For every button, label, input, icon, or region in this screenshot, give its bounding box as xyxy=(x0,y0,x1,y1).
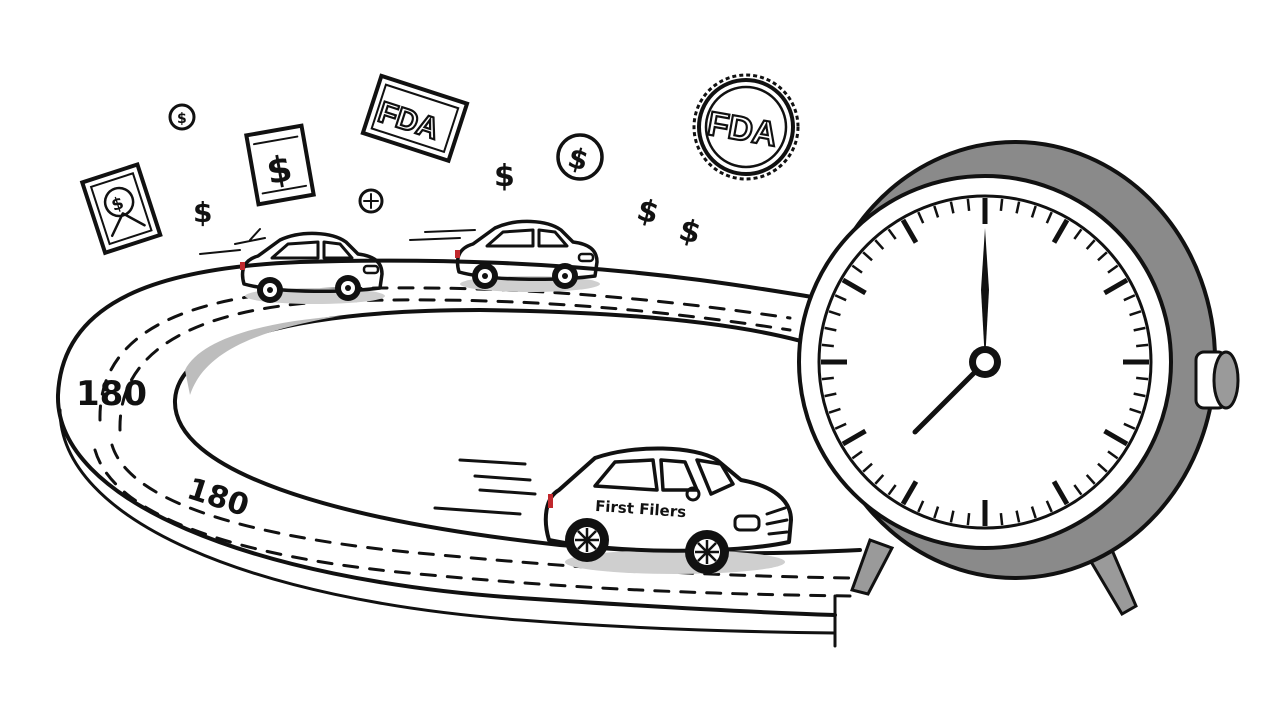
minute-tick xyxy=(1085,474,1096,485)
minute-tick xyxy=(834,294,847,302)
minute-tick xyxy=(862,462,873,473)
minute-tick xyxy=(917,500,925,513)
car-lead-label: First Filers xyxy=(595,497,687,521)
minute-tick xyxy=(1015,510,1021,523)
minute-tick xyxy=(1123,294,1136,302)
track-label-left: 180 xyxy=(76,374,147,414)
minute-tick xyxy=(862,251,873,262)
minute-tick xyxy=(1073,228,1083,240)
svg-text:$: $ xyxy=(177,111,187,127)
minute-tick xyxy=(1136,376,1149,381)
minute-tick xyxy=(949,201,955,214)
minute-tick xyxy=(1097,251,1108,262)
minute-tick xyxy=(1129,407,1142,414)
loose-dollar-3: $ xyxy=(633,192,662,231)
hour-tick xyxy=(841,277,867,296)
loose-dollar-2: $ xyxy=(494,159,515,194)
clock-ticks xyxy=(821,198,1149,526)
minute-tick xyxy=(851,450,863,460)
minute-tick xyxy=(1133,392,1146,398)
hour-hand xyxy=(912,359,988,435)
hour-tick xyxy=(1103,277,1129,296)
minute-tick xyxy=(933,506,940,519)
minute-tick xyxy=(933,205,940,218)
hour-tick xyxy=(900,480,919,506)
minute-tick xyxy=(821,343,834,348)
minute-tick xyxy=(917,211,925,224)
minute-tick xyxy=(1133,326,1146,332)
minute-tick xyxy=(1129,310,1142,317)
fda-seal: FDA xyxy=(692,73,800,181)
minute-tick xyxy=(1097,462,1108,473)
minute-tick xyxy=(1107,264,1119,274)
minute-tick xyxy=(821,376,834,381)
car-lead: First Filers xyxy=(433,446,793,574)
loose-dollar-4: $ xyxy=(675,212,704,251)
framed-dollar-left: $ xyxy=(79,161,163,256)
minute-tick xyxy=(1123,422,1136,430)
hour-tick xyxy=(841,428,867,447)
minute-tick xyxy=(966,198,971,211)
minute-tick xyxy=(1085,239,1096,250)
minute-tick xyxy=(828,310,841,317)
minute-tick xyxy=(834,422,847,430)
hour-tick xyxy=(1103,428,1129,447)
loose-dollar-1: $ xyxy=(193,196,212,229)
minute-tick xyxy=(828,407,841,414)
minute-tick xyxy=(949,510,955,523)
coin-small-top: $ xyxy=(168,103,196,131)
car-back-right xyxy=(409,219,600,292)
minute-tick xyxy=(1045,500,1053,513)
minute-hand xyxy=(981,228,989,362)
fda-card: FDA xyxy=(360,73,470,164)
hour-tick xyxy=(1051,218,1070,244)
framed-dollar-center: $ xyxy=(244,123,316,207)
svg-text:$: $ xyxy=(109,193,126,216)
minute-tick xyxy=(824,392,837,398)
minute-tick xyxy=(1073,484,1083,496)
minute-tick xyxy=(1107,450,1119,460)
minute-tick xyxy=(824,326,837,332)
minute-tick xyxy=(1030,506,1037,519)
hour-tick xyxy=(1051,480,1070,506)
track-inner-shadow xyxy=(185,316,340,395)
minute-tick xyxy=(874,474,885,485)
minute-tick xyxy=(999,198,1004,211)
alarm-clock xyxy=(797,140,1240,617)
minute-tick xyxy=(999,513,1004,526)
car-back-left xyxy=(199,228,385,304)
coin-small-mid xyxy=(358,188,384,214)
minute-tick xyxy=(887,228,897,240)
minute-tick xyxy=(874,239,885,250)
minute-tick xyxy=(851,264,863,274)
coin-dollar: $ xyxy=(556,133,604,181)
minute-tick xyxy=(1045,211,1053,224)
hour-tick xyxy=(900,218,919,244)
race-track xyxy=(55,258,862,648)
minute-tick xyxy=(966,513,971,526)
minute-tick xyxy=(1030,205,1037,218)
minute-tick xyxy=(1136,343,1149,348)
minute-tick xyxy=(887,484,897,496)
minute-tick xyxy=(1015,201,1021,214)
